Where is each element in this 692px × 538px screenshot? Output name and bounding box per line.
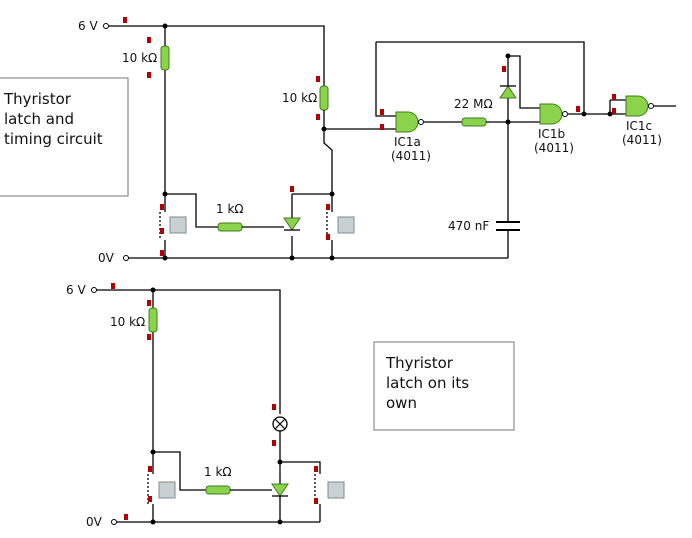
resistor-1k-gate bbox=[217, 222, 243, 232]
bottom-supply-rail bbox=[96, 289, 281, 414]
bottom-ground-terminal[interactable] bbox=[111, 519, 117, 525]
top-circuit: 6 V 10 kΩ 10 kΩ 1 kΩ bbox=[0, 17, 676, 265]
bottom-note-box bbox=[373, 341, 515, 431]
resistor-22m bbox=[461, 117, 487, 127]
top-r-timer-label: 22 MΩ bbox=[454, 97, 493, 111]
bottom-supply-label: 6 V bbox=[66, 283, 86, 297]
bottom-supply-terminal[interactable] bbox=[91, 287, 97, 293]
bottom-pushbutton-right-cap[interactable] bbox=[327, 481, 345, 499]
ic1c-name: IC1c bbox=[626, 119, 652, 133]
top-supply-terminal[interactable] bbox=[103, 23, 109, 29]
bottom-r-top-label: 10 kΩ bbox=[110, 315, 145, 329]
top-supply-label: 6 V bbox=[78, 19, 98, 33]
bottom-circuit: 6 V 10 kΩ 1 kΩ bbox=[66, 283, 515, 529]
nand-gate-ic1b bbox=[539, 103, 563, 125]
top-note-line-1: Thyristor bbox=[3, 90, 72, 108]
top-r-gate-label: 1 kΩ bbox=[216, 202, 244, 216]
thyristor-symbol bbox=[283, 217, 301, 231]
bottom-pushbutton-left-cap[interactable] bbox=[158, 481, 176, 499]
top-ground-terminal[interactable] bbox=[123, 255, 129, 261]
top-ground-label: 0V bbox=[98, 251, 115, 265]
bottom-note-line-2: latch on its bbox=[386, 374, 469, 392]
resistor-10k-left bbox=[160, 45, 170, 71]
bottom-resistor-1k bbox=[205, 485, 231, 495]
supply-marker bbox=[123, 17, 127, 23]
pushbutton-left-cap[interactable] bbox=[169, 216, 187, 234]
ic1a-part: (4011) bbox=[391, 149, 431, 163]
top-supply-rail bbox=[108, 25, 325, 88]
ic1b-name: IC1b bbox=[538, 127, 565, 141]
resistor-10k-mid bbox=[319, 85, 329, 111]
bottom-ground-label: 0V bbox=[86, 515, 103, 529]
top-note-line-3: timing circuit bbox=[4, 130, 103, 148]
timer-diode bbox=[499, 85, 517, 99]
bottom-r-gate-label: 1 kΩ bbox=[204, 465, 232, 479]
bottom-thyristor-symbol bbox=[271, 483, 289, 497]
bottom-note-line-1: Thyristor bbox=[385, 354, 454, 372]
ic1a-name: IC1a bbox=[394, 135, 421, 149]
top-note-box bbox=[0, 77, 129, 197]
nand-gate-ic1c bbox=[625, 95, 649, 117]
nand-gate-ic1a bbox=[395, 111, 419, 133]
resistor-10k-bottom bbox=[148, 307, 158, 333]
bottom-note-line-3: own bbox=[386, 394, 417, 412]
top-note-line-2: latch and bbox=[4, 110, 74, 128]
top-cap-label: 470 nF bbox=[448, 219, 489, 233]
ic1c-part: (4011) bbox=[622, 133, 662, 147]
top-r-left-label: 10 kΩ bbox=[122, 51, 157, 65]
pushbutton-right-cap[interactable] bbox=[337, 216, 355, 234]
top-r-mid-label: 10 kΩ bbox=[282, 91, 317, 105]
ic1b-part: (4011) bbox=[534, 141, 574, 155]
